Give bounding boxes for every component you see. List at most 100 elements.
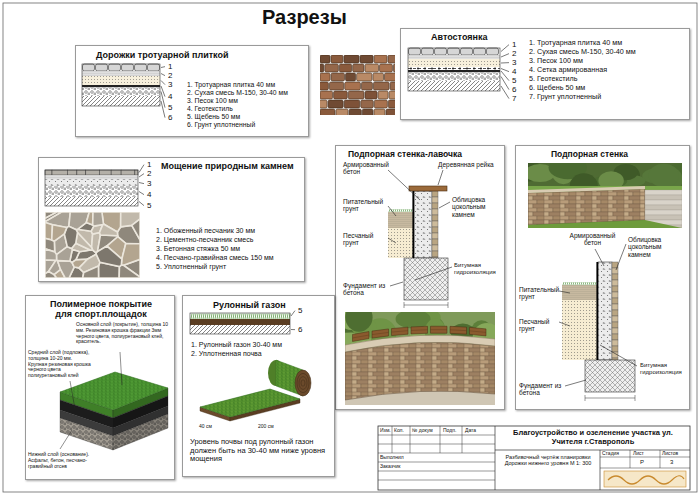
layer-spec: 1. Обоженный песчаник 30 мм bbox=[156, 227, 301, 235]
wall-photo bbox=[645, 205, 682, 210]
retaining-wall-section bbox=[585, 282, 586, 285]
bench-wall-section bbox=[389, 209, 390, 212]
bench-photo bbox=[450, 326, 467, 334]
panel-heading: Дорожки тротуарной плиткой bbox=[96, 50, 296, 60]
lawn-section bbox=[231, 314, 232, 320]
parking-section bbox=[480, 68, 482, 70]
wall-photo bbox=[649, 164, 679, 188]
paving-photo bbox=[373, 82, 389, 90]
lawn-section bbox=[190, 325, 290, 334]
layer-spec: 3. Песок 100 мм bbox=[187, 97, 306, 105]
retaining-wall-section bbox=[612, 286, 618, 292]
retaining-wall-section bbox=[612, 274, 618, 280]
layer-description: Основной слой (покрытие), толщина 10 мм.… bbox=[76, 322, 170, 345]
leader-line bbox=[139, 202, 144, 206]
title-block-cell: Кол. bbox=[394, 428, 408, 434]
callout-number: 7 bbox=[512, 94, 522, 103]
parking-section bbox=[461, 48, 473, 55]
annotation-label: Питательный грунт bbox=[343, 198, 387, 213]
bench-wall-section bbox=[448, 302, 449, 308]
title-block-cell: Р bbox=[640, 459, 650, 466]
wall-photo bbox=[528, 163, 682, 228]
title-block bbox=[462, 426, 463, 453]
lawn-section bbox=[233, 314, 234, 320]
bench-photo bbox=[411, 326, 428, 334]
leader-line bbox=[161, 101, 165, 118]
annotation-label: Деревянная рейка bbox=[438, 161, 502, 168]
annotation-label: Армированный бетон bbox=[565, 232, 620, 247]
lawn-section bbox=[237, 314, 238, 320]
retaining-wall-section bbox=[562, 300, 598, 360]
panel-heading: Рулонный газон bbox=[213, 300, 323, 310]
parking-section bbox=[408, 81, 500, 91]
layer-spec: 1. Рулонный газон 30-40 мм bbox=[191, 341, 331, 349]
bench-wall-section bbox=[388, 228, 413, 258]
retaining-wall-section bbox=[579, 282, 580, 285]
retaining-wall-section bbox=[587, 282, 588, 285]
stone-paving-section bbox=[45, 197, 138, 206]
lawn-section bbox=[190, 313, 290, 334]
lawn-section bbox=[267, 314, 268, 320]
callout-number: 2 bbox=[147, 169, 157, 178]
title-block bbox=[600, 457, 690, 458]
paving-photo bbox=[345, 82, 361, 90]
stone-paving-section bbox=[77, 170, 86, 175]
stone-paving-section bbox=[52, 170, 67, 175]
lawn-section bbox=[243, 314, 244, 320]
title-block bbox=[378, 471, 495, 472]
dimension-label: 40 см bbox=[199, 424, 225, 430]
leader-line bbox=[600, 345, 637, 366]
dimension-label: 200 см bbox=[258, 424, 288, 430]
paving-photo bbox=[360, 55, 373, 63]
wall-photo bbox=[645, 210, 682, 215]
parking-section bbox=[409, 48, 421, 55]
parking-section bbox=[424, 68, 426, 70]
lawn-section bbox=[249, 314, 250, 320]
paving-section bbox=[82, 87, 160, 96]
leader-line bbox=[161, 66, 165, 68]
wall-photo bbox=[645, 195, 682, 200]
title-block-cell: Заказчик bbox=[380, 464, 425, 470]
wall-photo bbox=[645, 190, 682, 195]
lawn-section bbox=[190, 313, 290, 334]
lawn-section bbox=[263, 314, 264, 320]
leader-line bbox=[565, 380, 586, 386]
title-block bbox=[600, 450, 601, 490]
bench-wall-section bbox=[388, 228, 413, 258]
wall-photo bbox=[645, 215, 682, 220]
parking-section bbox=[410, 68, 412, 70]
callout-number: 2 bbox=[168, 71, 178, 80]
leader-line bbox=[501, 54, 509, 57]
parking-section bbox=[445, 68, 447, 70]
bench-wall-section bbox=[432, 233, 438, 239]
paving-photo bbox=[344, 55, 359, 63]
title-block-cell: Разбивочный чертёж планировки Дорожки ни… bbox=[498, 454, 598, 467]
leader-line bbox=[388, 206, 396, 216]
leader-line bbox=[70, 381, 75, 409]
callout-number: 1 bbox=[168, 62, 178, 71]
paving-photo bbox=[386, 109, 395, 115]
leader-line bbox=[439, 202, 450, 208]
paving-photo bbox=[389, 91, 395, 99]
paving-photo bbox=[320, 55, 330, 63]
retaining-wall-section bbox=[567, 282, 568, 285]
parking-section bbox=[408, 59, 500, 67]
parking-section bbox=[408, 48, 500, 91]
sheet-frame bbox=[3, 3, 697, 492]
stone-paving-section bbox=[45, 186, 138, 197]
layer-spec: 1. Тротуарная плитка 40 мм bbox=[187, 81, 306, 89]
lawn-section bbox=[271, 314, 272, 320]
parking-section bbox=[487, 48, 499, 55]
leader-line bbox=[616, 244, 626, 270]
sports-surface-block bbox=[113, 414, 168, 450]
stone-paving-section bbox=[45, 186, 138, 197]
layer-spec: 7. Грунт уплотненный bbox=[529, 93, 687, 101]
paving-section bbox=[82, 76, 160, 85]
retaining-wall-section bbox=[577, 282, 578, 285]
lawn-section bbox=[205, 314, 206, 320]
paving-section bbox=[82, 64, 160, 106]
bench-wall-section bbox=[412, 191, 414, 258]
bench-wall-section bbox=[432, 239, 438, 245]
bench-wall-section bbox=[432, 209, 438, 215]
paving-photo bbox=[365, 91, 377, 99]
